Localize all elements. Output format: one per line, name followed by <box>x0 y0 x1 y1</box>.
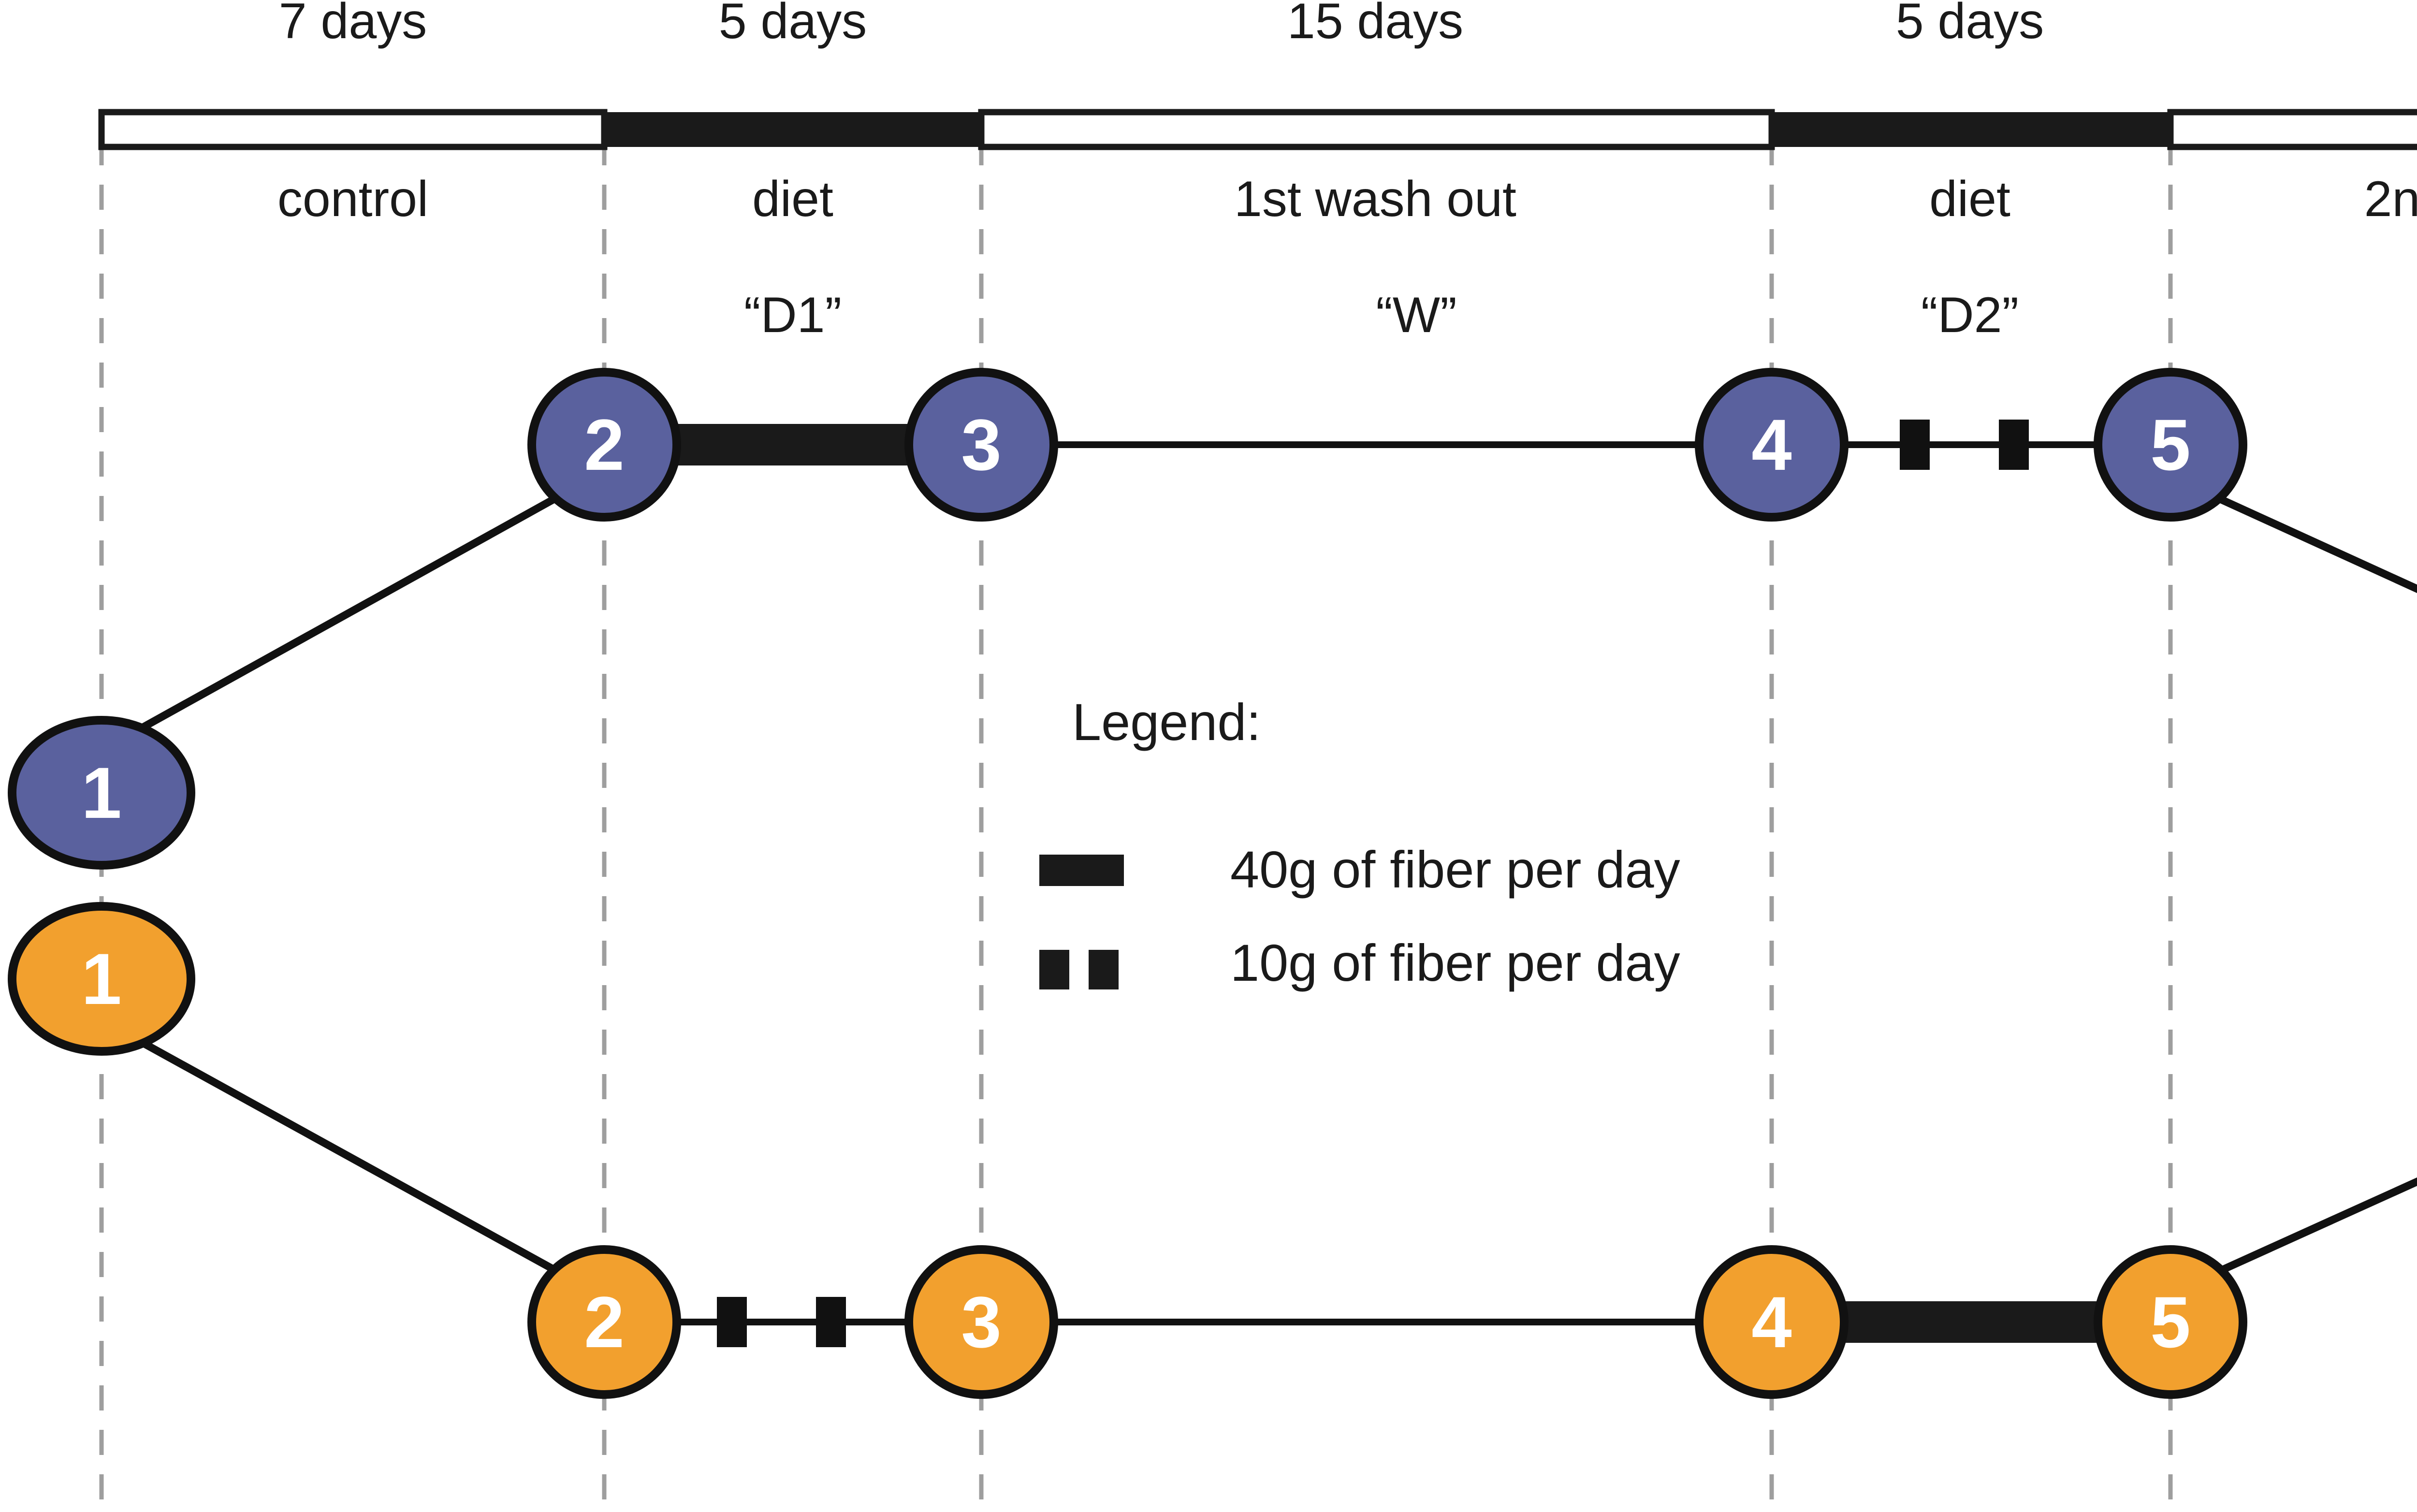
timeline-segment-diet-2 <box>1772 112 2170 147</box>
legend-label-10g: 10g of fiber per day <box>1230 933 1680 992</box>
duration-label-3: 15 days <box>1287 0 1464 49</box>
blue-edge-4-5-square-a-icon <box>1900 420 1930 470</box>
node-blue-4-shape <box>1695 368 1849 522</box>
node-orange-2-shape <box>527 1245 681 1399</box>
node-blue-1-shape <box>8 716 195 870</box>
node-orange-5-label: 5 <box>2150 1281 2190 1363</box>
period-code-d1: “D1” <box>743 287 842 343</box>
node-orange-4-label: 4 <box>1751 1281 1791 1363</box>
node-orange-4[interactable]: 4 <box>1695 1245 1849 1399</box>
timeline-segment-second-washout <box>2167 109 2417 150</box>
node-blue-5-label: 5 <box>2150 404 2190 485</box>
orange-edge-2-3-square-a-icon <box>717 1297 747 1347</box>
node-orange-3-label: 3 <box>961 1281 1001 1363</box>
node-blue-3[interactable]: 3 <box>904 368 1058 522</box>
node-blue-2[interactable]: 2 <box>527 368 681 522</box>
phase-label-second-wash-out: 2nd wash out <box>2364 171 2417 227</box>
legend-title: Legend: <box>1072 693 1261 751</box>
timeline-segment-first-washout <box>978 109 1775 150</box>
node-blue-5-shape <box>2094 368 2247 522</box>
blue-edge-5-6 <box>2207 490 2417 593</box>
timeline-bar <box>98 109 2417 150</box>
node-blue-1-label: 1 <box>81 752 121 833</box>
period-code-d2: “D2” <box>1921 287 2019 343</box>
node-blue-2-label: 2 <box>584 404 624 485</box>
blue-edge-1-2 <box>141 491 565 731</box>
blue-arm-nodes: 1 2 3 4 5 6 <box>8 368 2247 870</box>
timeline-segment-diet-1 <box>604 112 981 147</box>
timeline-segment-control <box>98 109 608 150</box>
node-blue-1[interactable]: 1 <box>8 716 195 870</box>
node-orange-3[interactable]: 3 <box>904 1245 1058 1399</box>
orange-edge-5-6 <box>2210 1177 2417 1279</box>
duration-label-1: 7 days <box>278 0 427 49</box>
blue-edge-4-5-square-b-icon <box>1999 420 2029 470</box>
node-blue-3-shape <box>904 368 1058 522</box>
orange-edge-1-2 <box>143 1040 565 1279</box>
node-blue-3-label: 3 <box>961 404 1001 485</box>
node-blue-5[interactable]: 5 <box>2094 368 2247 522</box>
duration-label-4: 5 days <box>1895 0 2044 49</box>
duration-label-2: 5 days <box>718 0 867 49</box>
legend-swatch-40g-icon <box>1039 855 1124 886</box>
node-orange-5-shape <box>2094 1245 2247 1399</box>
blue-arm-edges <box>141 420 2417 731</box>
node-orange-1[interactable]: 1 <box>8 902 195 1056</box>
orange-arm-edges <box>143 1040 2417 1347</box>
node-blue-4[interactable]: 4 <box>1695 368 1849 522</box>
node-blue-2-shape <box>527 368 681 522</box>
phase-label-control: control <box>277 171 429 227</box>
legend-label-40g: 40g of fiber per day <box>1230 840 1680 899</box>
phase-label-first-wash-out: 1st wash out <box>1234 171 1516 227</box>
period-code-w: “W” <box>1376 287 1457 343</box>
node-orange-3-shape <box>904 1245 1058 1399</box>
orange-edge-2-3-square-b-icon <box>816 1297 846 1347</box>
orange-arm-nodes: 1 2 3 4 5 6 <box>8 902 2247 1399</box>
node-orange-2[interactable]: 2 <box>527 1245 681 1399</box>
node-orange-1-label: 1 <box>81 938 121 1019</box>
node-orange-1-shape <box>8 902 195 1056</box>
node-blue-4-label: 4 <box>1751 404 1791 485</box>
node-orange-5[interactable]: 5 <box>2094 1245 2247 1399</box>
node-orange-4-shape <box>1695 1245 1849 1399</box>
phase-label-diet-1: diet <box>752 171 833 227</box>
node-orange-2-label: 2 <box>584 1281 624 1363</box>
legend-swatch-10g-square-b-icon <box>1089 950 1119 989</box>
legend-swatch-10g-square-a-icon <box>1039 950 1069 989</box>
phase-label-diet-2: diet <box>1929 171 2010 227</box>
